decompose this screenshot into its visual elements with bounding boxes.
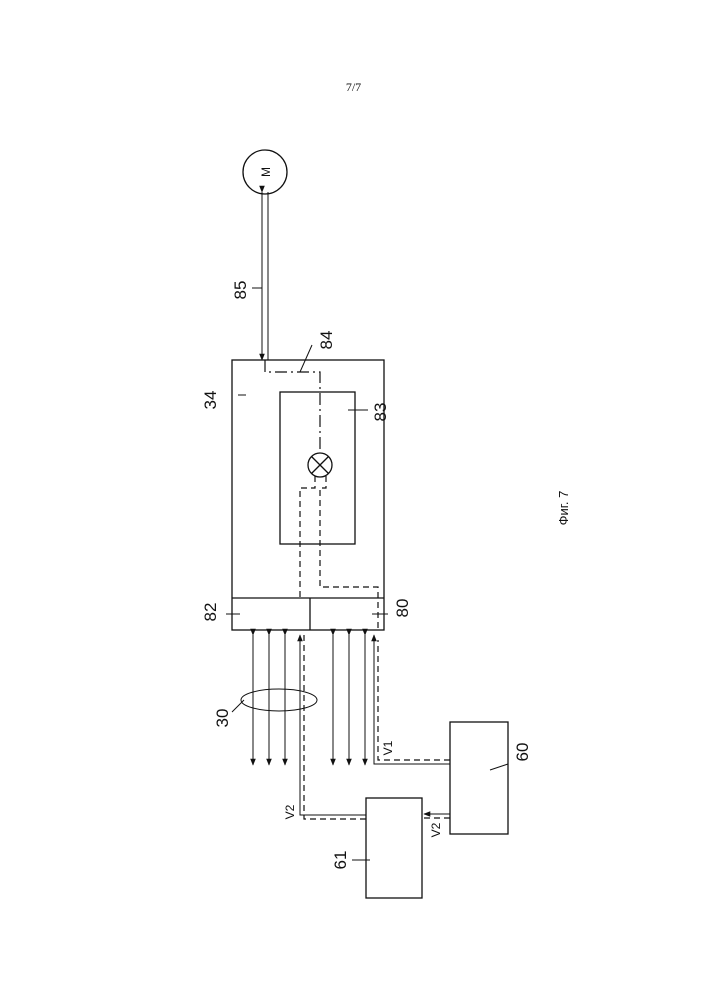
block-60-box (450, 722, 508, 834)
dashed-line-80 (320, 476, 378, 630)
label-82: 82 (201, 603, 220, 622)
bus-30-arrows (253, 635, 365, 765)
signal-v2-link (424, 814, 450, 818)
leader-84 (300, 345, 312, 372)
label-85: 85 (231, 281, 250, 300)
label-30: 30 (213, 709, 232, 728)
label-60: 60 (513, 743, 532, 762)
leader-30 (232, 700, 244, 712)
figure-caption: Фиг. 7 (556, 491, 571, 526)
label-61: 61 (331, 851, 350, 870)
label-v2-a: V2 (283, 804, 297, 819)
label-v2-b: V2 (429, 822, 443, 837)
lamp-symbol (308, 453, 332, 477)
label-84: 84 (317, 331, 336, 350)
label-83: 83 (371, 403, 390, 422)
leader-60 (490, 764, 508, 770)
label-80: 80 (393, 599, 412, 618)
bus-30-ellipse (241, 689, 317, 711)
link-85 (262, 192, 268, 360)
dashed-line-82 (300, 476, 315, 600)
path-84 (265, 360, 320, 452)
block-61-box (366, 798, 422, 898)
unit-34-box (232, 360, 384, 630)
motor-label: M (259, 167, 273, 177)
label-v1: V1 (381, 740, 395, 755)
label-34: 34 (201, 391, 220, 410)
